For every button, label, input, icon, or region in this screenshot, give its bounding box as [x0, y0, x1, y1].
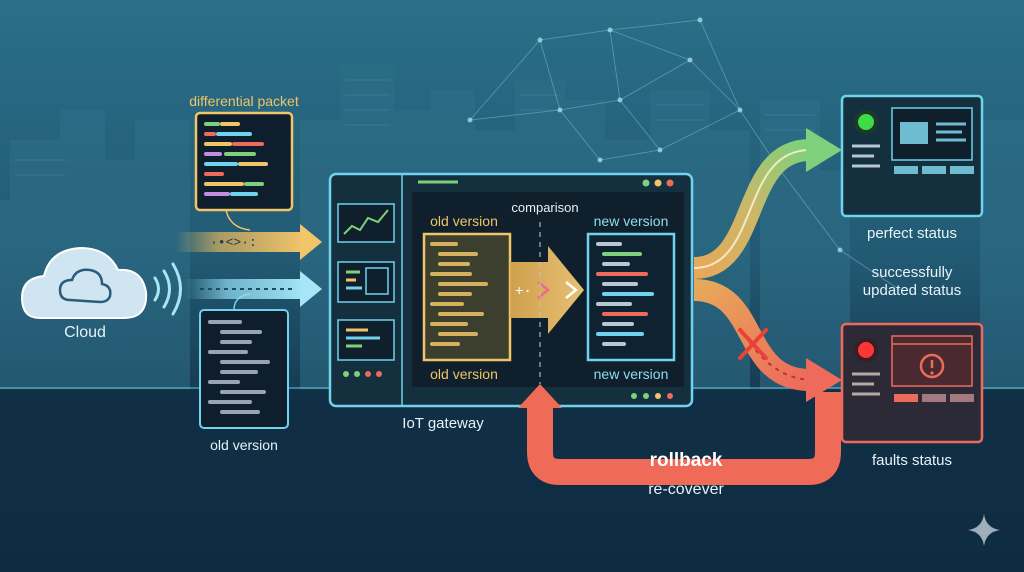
green-status-led-icon — [858, 114, 874, 130]
old-version-arrow — [185, 271, 322, 307]
cloud-icon — [20, 246, 148, 319]
fault-path — [693, 279, 811, 391]
exclamation-alert-icon — [919, 353, 945, 379]
faults-status-label: faults status — [871, 452, 953, 469]
x-cross-icon — [738, 328, 768, 360]
city-skyline-windows — [15, 79, 815, 176]
differential-packet-arrow: ·•<>·: — [175, 224, 322, 260]
rollback-arrowhead — [518, 384, 562, 408]
old-version-label-top: old version — [430, 213, 498, 229]
sparkle-icon — [968, 514, 1000, 546]
recover-label: re-covever — [648, 481, 724, 498]
successfully-label: successfully — [871, 264, 953, 281]
wifi-signal-icon — [153, 262, 182, 316]
packet-connector — [225, 209, 251, 231]
faults-status-device — [840, 322, 984, 444]
iot-gateway-label: IoT gateway — [402, 415, 484, 432]
gateway-side-screens — [337, 203, 395, 377]
old-version-label-left: old version — [210, 437, 278, 453]
differential-packet-code — [204, 122, 268, 196]
old-version-panel — [422, 232, 512, 362]
rollback-path — [527, 392, 841, 485]
success-path-highlight — [693, 149, 811, 269]
old-version-card — [199, 309, 289, 429]
svg-text:+·: +· — [515, 284, 532, 300]
fault-arrowhead — [806, 358, 842, 402]
new-version-label-bottom: new version — [593, 366, 669, 382]
network-mesh — [469, 19, 901, 291]
old-version-code — [208, 320, 270, 414]
comparison-label: comparison — [511, 200, 579, 215]
new-version-panel — [586, 232, 676, 362]
svg-text:·•<>·:: ·•<>·: — [210, 235, 257, 250]
updated-status-label: updated status — [862, 282, 962, 299]
cloud-label: Cloud — [64, 324, 106, 341]
perfect-status-label: perfect status — [866, 225, 958, 242]
red-status-led-icon — [858, 342, 874, 358]
success-arrowhead — [806, 128, 842, 172]
rollback-label: rollback — [649, 450, 723, 471]
comparison-arrow: +· — [510, 246, 584, 334]
perfect-status-device — [840, 94, 984, 218]
old-version-label-bottom: old version — [430, 366, 498, 382]
differential-packet-label: differential packet — [189, 93, 299, 109]
new-version-label-top: new version — [593, 213, 669, 229]
